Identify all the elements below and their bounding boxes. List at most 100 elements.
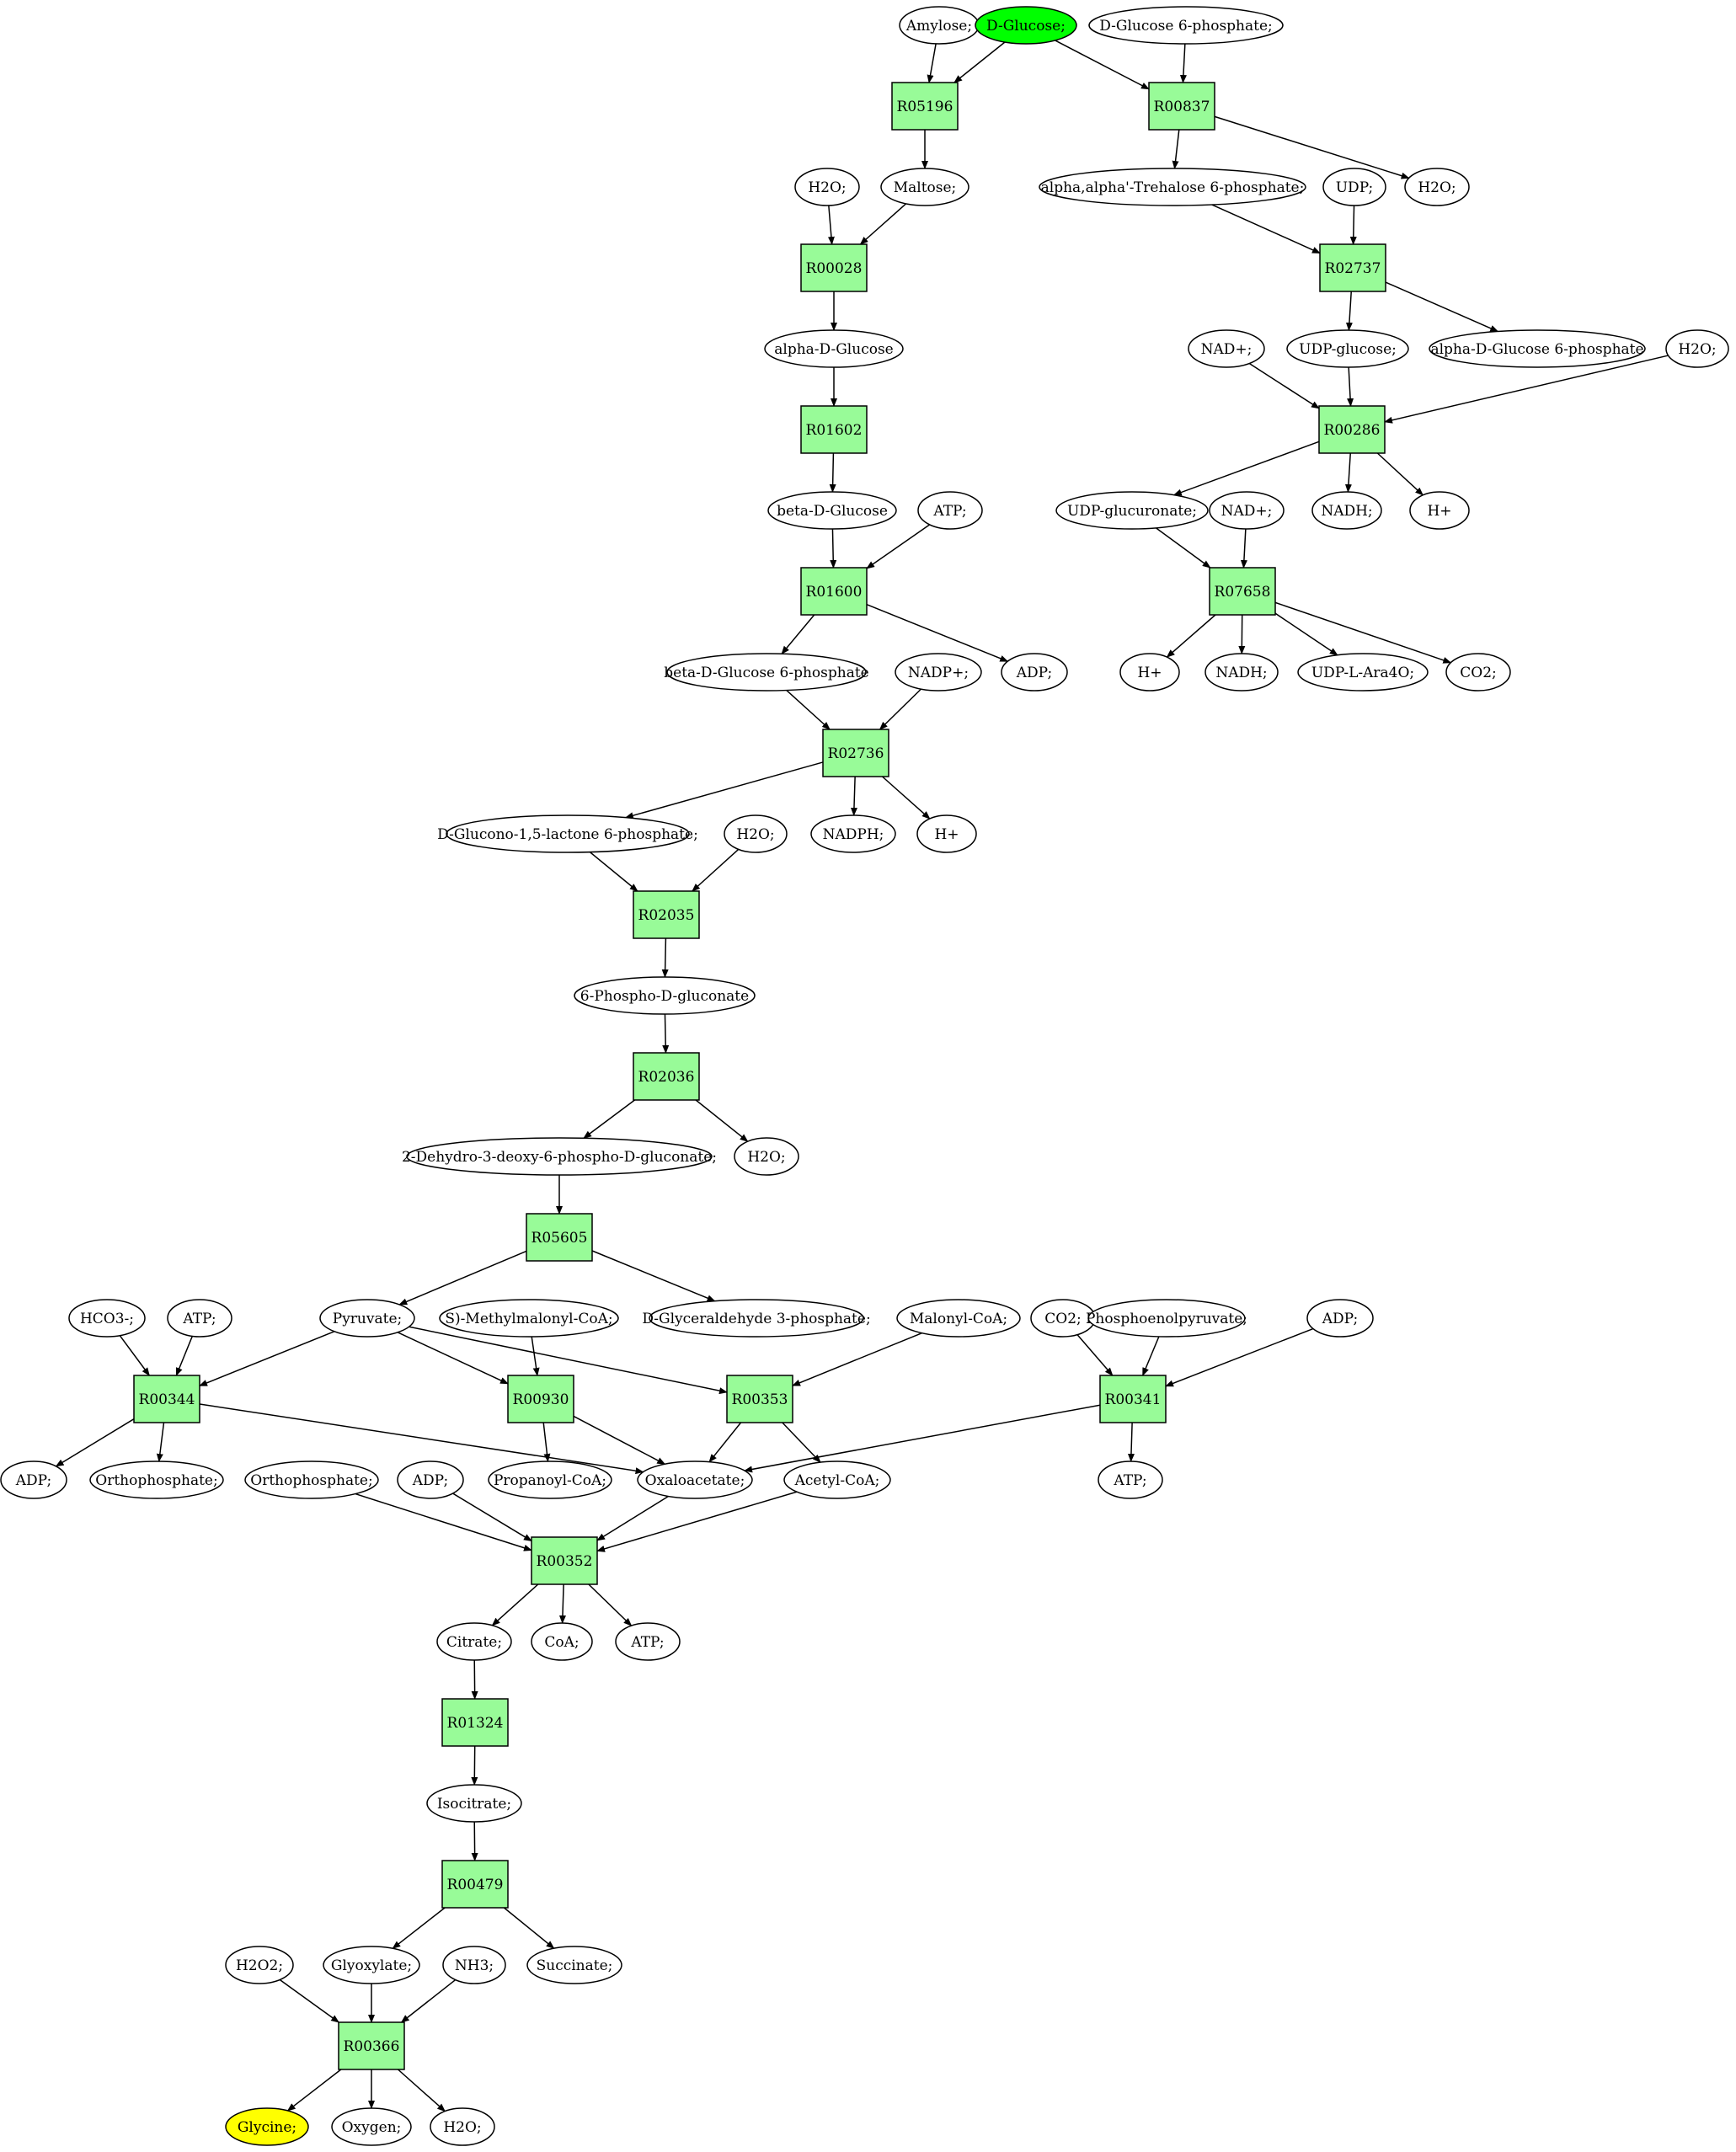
node-label: ATP; [182, 1311, 216, 1327]
compound-node-h2o_6: H2O; [430, 2107, 495, 2146]
node-label: ADP; [412, 1472, 448, 1489]
compound-ellipse [426, 1784, 522, 1823]
edge-hco3-to-r00344 [119, 1335, 150, 1376]
node-label: R00341 [1105, 1391, 1162, 1408]
reaction-box [1148, 82, 1215, 131]
compound-node-betaDglucose: beta-D-Glucose [767, 491, 897, 530]
node-label: ATP; [630, 1634, 664, 1651]
reaction-box [726, 1375, 793, 1423]
node-label: HCO3-; [80, 1311, 134, 1327]
edge-r05605-to-gap [591, 1250, 716, 1302]
compound-ellipse [244, 1460, 379, 1499]
node-label: 2-Dehydro-3-deoxy-6-phospho-D-gluconate; [402, 1149, 717, 1166]
reaction-box [1318, 405, 1386, 454]
compound-node-hplus_3: H+ [916, 814, 977, 853]
edge-r00286-to-hplus_1 [1376, 452, 1424, 496]
reaction-box [822, 729, 889, 777]
compound-node-nadh_2: NADH; [1205, 653, 1279, 692]
reaction-node-r01600: R01600 [800, 567, 868, 616]
reaction-box [526, 1213, 593, 1262]
edge-r00286-to-udpglucuronate [1172, 441, 1320, 496]
edge-orthophosphate_2-to-r00352 [355, 1493, 532, 1551]
compound-ellipse [68, 1299, 146, 1338]
edge-udpglucose-to-r00286 [1347, 366, 1354, 407]
compound-ellipse [446, 814, 690, 853]
compound-node-udpara: UDP-L-Ara4O; [1297, 653, 1429, 692]
edge-pep-to-r00341 [1141, 1336, 1160, 1376]
reaction-box [800, 243, 868, 292]
edge-r00479-to-succinate [503, 1907, 555, 1949]
edge-trehalose6p-to-r02737 [1211, 204, 1321, 254]
reaction-node-r02737: R02737 [1319, 243, 1386, 292]
node-label: R05605 [531, 1230, 588, 1247]
compound-ellipse [1188, 329, 1265, 368]
node-label: NADH; [1215, 665, 1267, 681]
compound-ellipse [1039, 168, 1306, 206]
node-label: UDP-L-Ara4O; [1311, 665, 1414, 681]
edge-pyruvate-to-r00353 [409, 1326, 728, 1395]
node-label: ADP; [1322, 1311, 1358, 1327]
compound-ellipse [1409, 491, 1470, 530]
compound-node-h2o_3: H2O; [1665, 329, 1729, 368]
edge-adp_2-to-r00341 [1165, 1327, 1314, 1387]
reaction-box [441, 1698, 509, 1747]
reaction-box [531, 1536, 598, 1585]
edge-h2o_3-to-r00286 [1384, 355, 1669, 424]
node-label: Propanoyl-CoA; [494, 1472, 606, 1489]
edge-r02737-to-aDg6p [1385, 281, 1499, 333]
compound-ellipse [430, 2107, 495, 2146]
compound-ellipse [734, 1137, 799, 1176]
compound-ellipse [783, 1460, 891, 1499]
edge-r00352-to-citrate [491, 1583, 539, 1626]
compound-node-orthophosphate_1: Orthophosphate; [89, 1460, 224, 1499]
compound-ellipse [1665, 329, 1729, 368]
node-label: NADH; [1321, 503, 1372, 520]
compound-ellipse [917, 491, 983, 530]
reaction-box [891, 82, 959, 131]
reaction-node-r07658: R07658 [1209, 567, 1276, 616]
edge-r02036-to-h2o_5 [695, 1099, 749, 1142]
node-label: R02737 [1325, 260, 1381, 277]
compound-node-smmcoa: S)-Methylmalonyl-CoA; [439, 1299, 619, 1338]
compound-ellipse [319, 1299, 415, 1338]
node-label: R01602 [806, 422, 863, 439]
edge-pyruvate-to-r00930 [397, 1332, 509, 1385]
compound-ellipse [1286, 329, 1409, 368]
reaction-node-r00930: R00930 [507, 1375, 574, 1423]
reaction-node-r00352: R00352 [531, 1536, 598, 1585]
compound-node-glucono: D-Glucono-1,5-lactone 6-phosphate; [437, 814, 698, 853]
node-label: D-Glyceraldehyde 3-phosphate; [642, 1311, 870, 1327]
nodes-layer: Amylose;D-Glucose;D-Glucose 6-phosphate;… [0, 6, 1729, 2146]
compound-ellipse [895, 653, 982, 692]
compound-node-adp_1: ADP; [1001, 653, 1068, 692]
compound-node-oxaloacetate: Oxaloacetate; [637, 1460, 753, 1499]
edge-r00341-to-atp_3 [1127, 1422, 1135, 1463]
node-label: R00837 [1154, 99, 1210, 115]
edge-h2o_1-to-r00028 [827, 205, 835, 245]
node-label: R05196 [897, 99, 953, 115]
edge-r00837-to-h2o_2 [1214, 115, 1410, 179]
compound-node-atp_3: ATP; [1098, 1460, 1163, 1499]
edge-nadplus_1-to-r00286 [1248, 362, 1320, 409]
node-label: CO2; [1044, 1311, 1082, 1327]
node-label: Isocitrate; [437, 1796, 511, 1813]
node-label: alpha-D-Glucose 6-phosphate [1430, 341, 1643, 358]
edge-r00341-to-oxaloacetate [744, 1404, 1101, 1473]
node-label: Orthophosphate; [95, 1472, 217, 1489]
edge-udpglucuronate-to-r07658 [1156, 527, 1211, 569]
reaction-node-r00341: R00341 [1099, 1375, 1167, 1423]
compound-ellipse [764, 329, 904, 368]
reaction-box [633, 890, 700, 939]
edge-nadpplus-to-r02736 [879, 688, 921, 730]
node-label: R01324 [447, 1715, 504, 1732]
node-label: R00344 [139, 1391, 195, 1408]
compound-ellipse [225, 2107, 309, 2146]
edge-h2o_4-to-r02035 [692, 848, 740, 892]
reaction-node-r00344: R00344 [133, 1375, 200, 1423]
compound-node-glyoxylate: Glyoxylate; [323, 1946, 420, 1984]
compound-node-h2o_4: H2O; [724, 814, 788, 853]
compound-ellipse [225, 1946, 294, 1984]
node-label: R01600 [806, 584, 863, 601]
edge-r00344-to-orthophosphate_1 [156, 1422, 165, 1463]
